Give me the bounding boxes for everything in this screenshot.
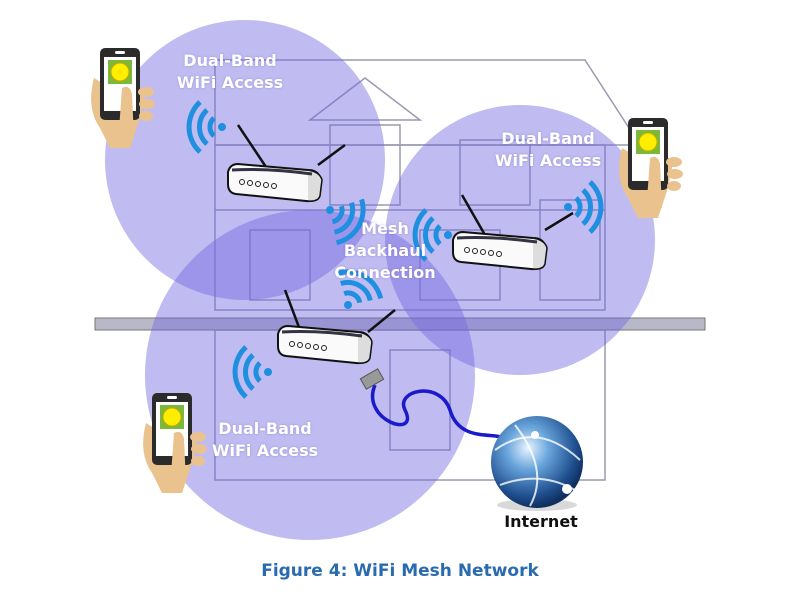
internet-globe-icon [491, 416, 583, 511]
label-line: WiFi Access [176, 73, 284, 92]
ethernet-cable [370, 384, 507, 442]
label-line: Dual-Band [501, 129, 595, 148]
coverage-zone-lower [145, 210, 475, 540]
ethernet-plug [359, 368, 385, 390]
router-lower [276, 324, 374, 365]
internet-label: Internet [504, 512, 578, 531]
coverage-zone-upper-left [105, 20, 385, 300]
label-backhaul: Mesh Backhaul Connection [320, 218, 450, 284]
floor-slab [94, 317, 706, 331]
router-right [451, 230, 549, 271]
label-line: Backhaul [343, 241, 427, 260]
label-line: Dual-Band [218, 419, 312, 438]
label-line: Connection [334, 263, 436, 282]
label-access-right: Dual-Band WiFi Access [478, 128, 618, 172]
label-access-top-left: Dual-Band WiFi Access [165, 50, 295, 94]
label-line: WiFi Access [494, 151, 602, 170]
figure-caption: Figure 4: WiFi Mesh Network [261, 561, 539, 581]
label-line: WiFi Access [211, 441, 319, 460]
label-line: Mesh [361, 219, 409, 238]
label-line: Dual-Band [183, 51, 277, 70]
label-access-bottom-left: Dual-Band WiFi Access [200, 418, 330, 462]
router-upper-left [226, 162, 324, 203]
